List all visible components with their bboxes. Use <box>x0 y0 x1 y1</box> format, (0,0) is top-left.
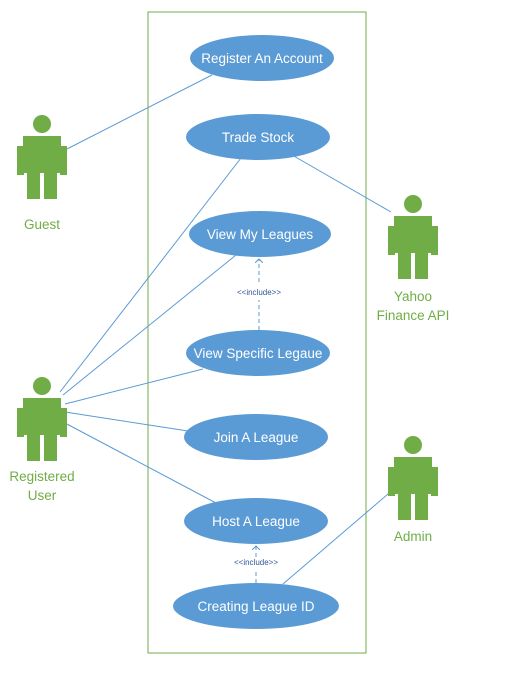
use-case-register-account[interactable]: Register An Account <box>190 35 334 81</box>
use-case-label: Creating League ID <box>197 599 314 614</box>
actor-label-registered: Registered <box>9 469 74 484</box>
use-case-join-league[interactable]: Join A League <box>184 414 328 460</box>
actor-label-finance-api: Finance API <box>377 308 450 323</box>
use-case-label: Trade Stock <box>222 130 295 145</box>
yahoo-stick-figure-icon <box>388 195 438 279</box>
actor-label-yahoo: Yahoo <box>394 289 432 304</box>
system-boundary <box>147 11 367 654</box>
use-case-creating-league-id[interactable]: Creating League ID <box>173 583 339 629</box>
admin-stick-figure-icon <box>388 436 438 520</box>
assoc-user-join <box>64 411 189 432</box>
association-lines <box>59 74 396 585</box>
registered-user-stick-figure-icon <box>17 377 67 461</box>
include-label-creating: <<include>> <box>234 558 278 567</box>
guest-stick-figure-icon <box>17 115 67 199</box>
actor-guest[interactable]: Guest <box>17 115 67 232</box>
assoc-trade-yahoo <box>291 154 392 213</box>
actor-label-guest: Guest <box>24 217 60 232</box>
use-case-label: Host A League <box>212 514 300 529</box>
actor-admin[interactable]: Admin <box>388 436 438 544</box>
actor-registered-user[interactable]: Registered User <box>9 377 75 503</box>
assoc-user-view-my <box>62 254 237 396</box>
use-case-label: View Specific Legaue <box>194 346 323 361</box>
include-relationships <box>256 259 259 583</box>
assoc-admin-creating <box>282 487 396 585</box>
use-case-trade-stock[interactable]: Trade Stock <box>186 114 330 160</box>
use-case-host-league[interactable]: Host A League <box>184 498 328 544</box>
actor-label-user: User <box>28 488 57 503</box>
use-case-view-specific-league[interactable]: View Specific Legaue <box>186 330 330 376</box>
actor-yahoo-finance-api[interactable]: Yahoo Finance API <box>377 195 450 323</box>
use-case-label: Register An Account <box>201 51 323 66</box>
assoc-user-trade <box>59 157 242 393</box>
assoc-guest-register <box>64 74 213 151</box>
actor-label-admin: Admin <box>394 529 432 544</box>
assoc-user-view-specific <box>64 368 204 405</box>
assoc-user-host <box>64 422 217 504</box>
use-case-label: Join A League <box>214 430 299 445</box>
use-case-label: View My Leagues <box>207 227 314 242</box>
use-case-view-my-leagues[interactable]: View My Leagues <box>189 211 331 257</box>
include-label-view-specific: <<include>> <box>237 288 281 297</box>
